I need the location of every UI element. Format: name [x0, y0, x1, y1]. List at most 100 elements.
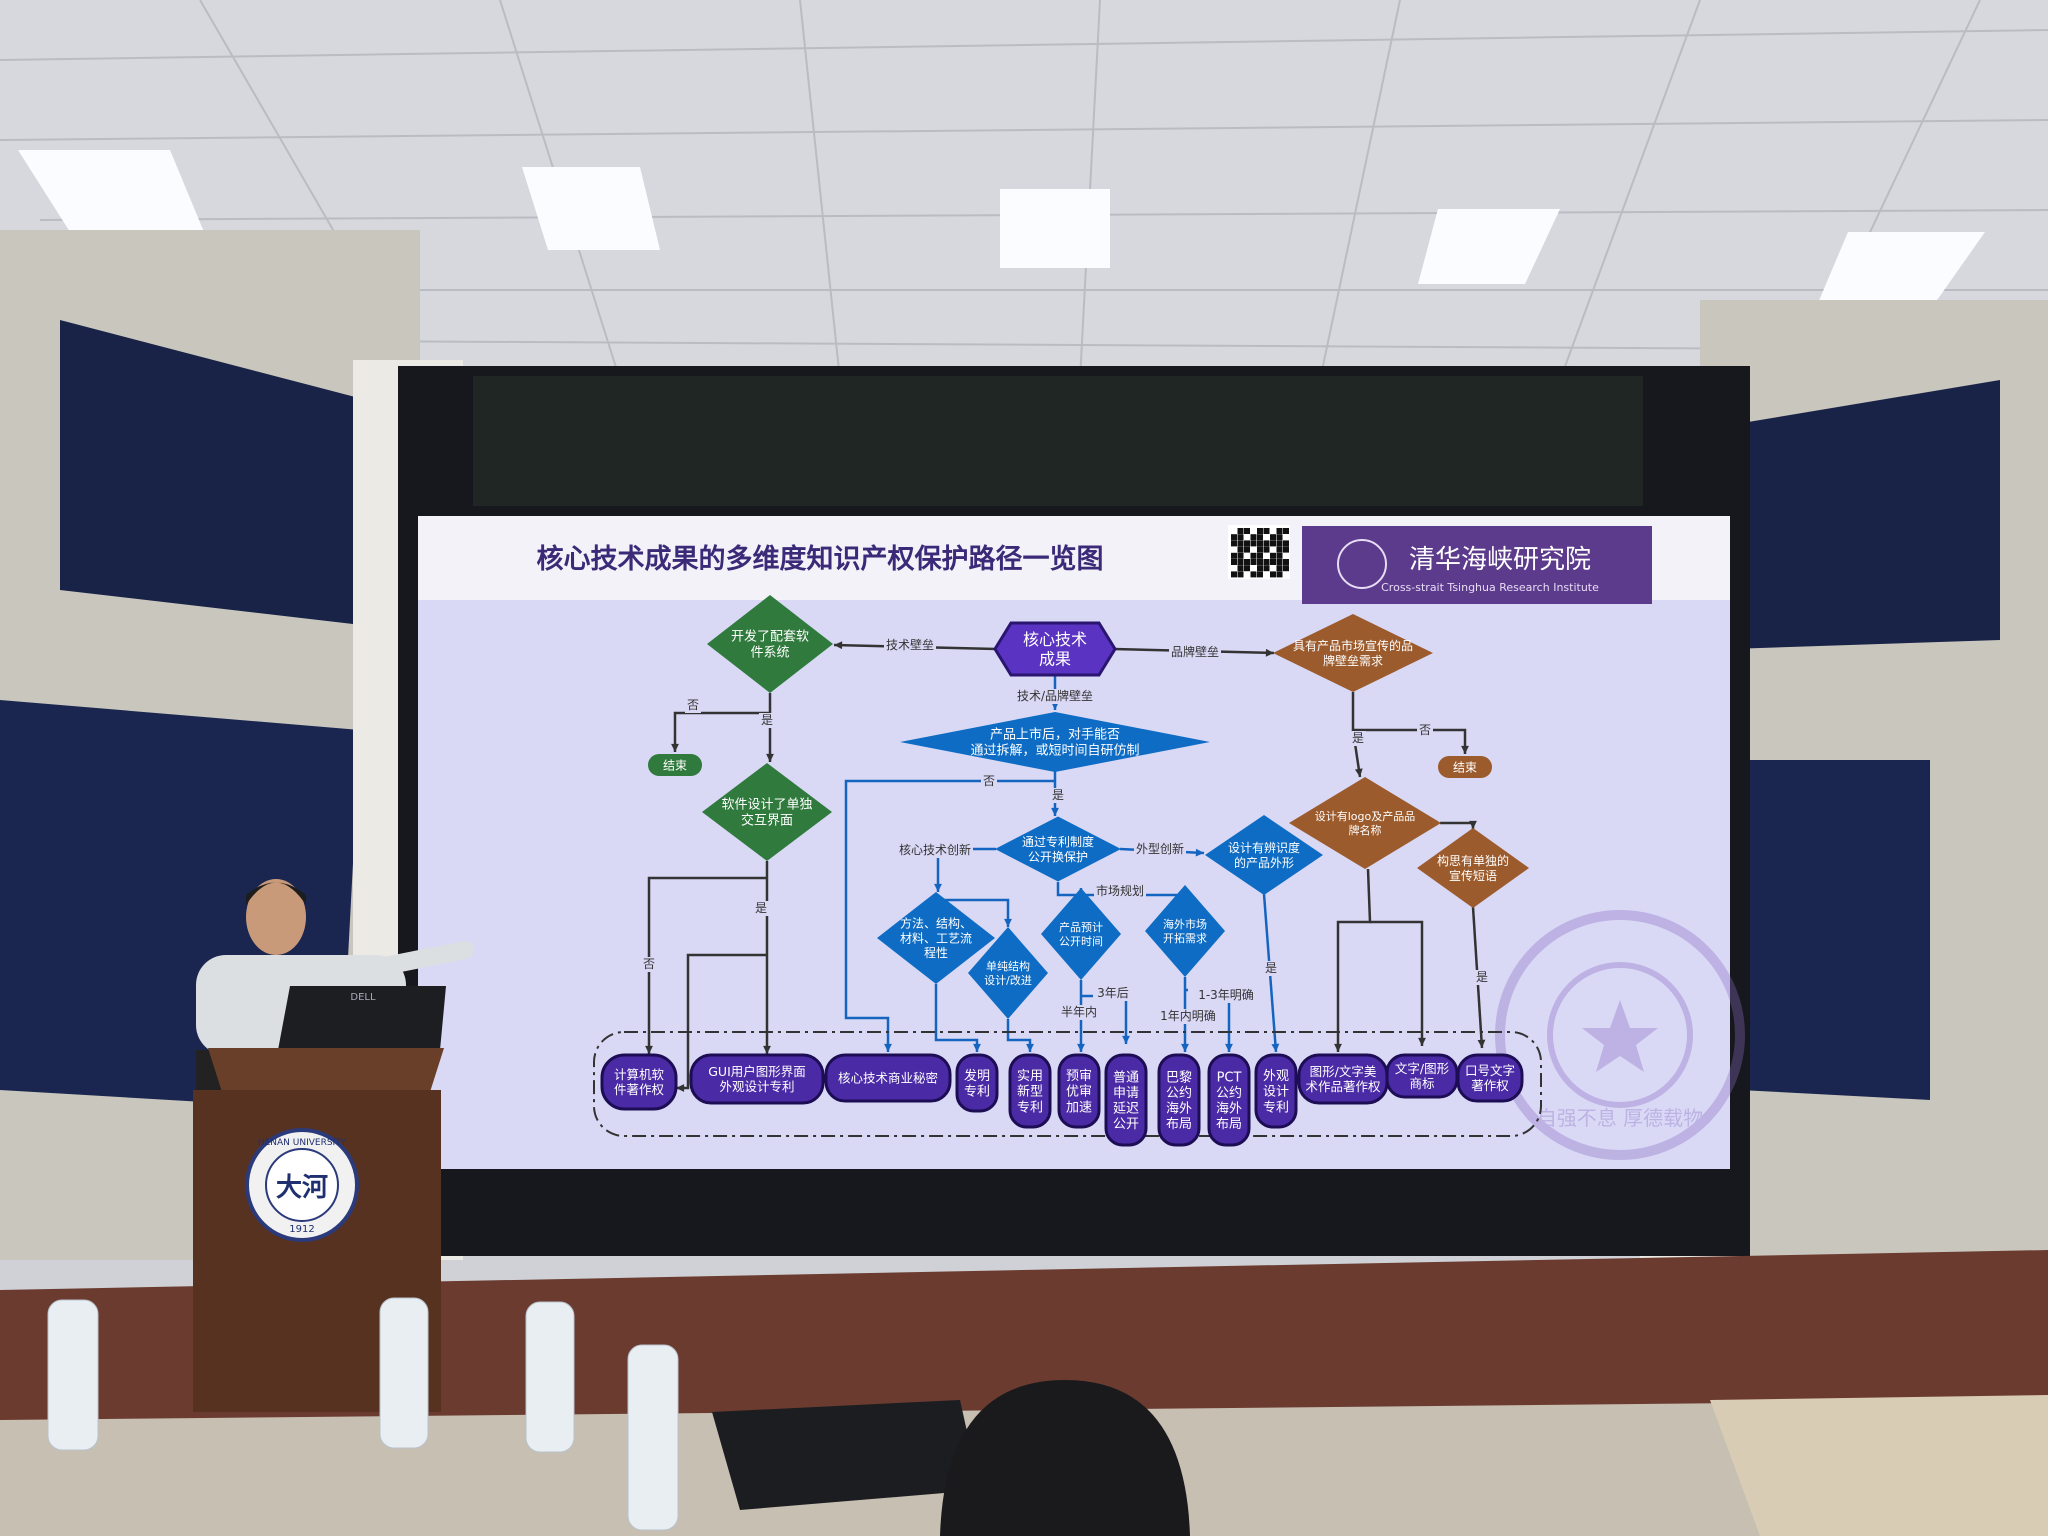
water-bottle [379, 1297, 429, 1449]
star-icon [1582, 1000, 1658, 1072]
qr-module [1270, 559, 1276, 565]
node-label: 宣传短语 [1449, 868, 1497, 883]
qr-module [1231, 540, 1237, 547]
outcome-label: 外观 [1263, 1069, 1289, 1084]
qr-module [1263, 546, 1270, 553]
laptop-logo: DELL [350, 992, 376, 1003]
outcome-pill [1157, 1053, 1201, 1147]
outcome-label: 发明 [964, 1068, 990, 1084]
qr-module [1263, 565, 1270, 572]
qr-module [1237, 546, 1244, 553]
decision-diamond [1417, 828, 1529, 908]
qr-module [1257, 540, 1263, 547]
water-bottle [525, 1301, 575, 1453]
edge-label: 1年内明确 [1160, 1009, 1216, 1023]
arrowhead-icon [763, 1045, 771, 1054]
qr-module [1283, 540, 1289, 547]
qr-module [1250, 552, 1257, 559]
edge-label-bg [1417, 723, 1433, 738]
outcome-label: 加速 [1066, 1100, 1092, 1115]
edge-label: 否 [687, 698, 699, 712]
seal-ring [1495, 910, 1745, 1160]
arrowhead-icon [1122, 1035, 1130, 1044]
node-label: 设计/改进 [984, 973, 1032, 987]
qr-module [1231, 552, 1237, 559]
qr-module [1237, 565, 1244, 572]
edge-label-bg [753, 901, 769, 916]
arrowhead-icon [645, 1045, 653, 1054]
ceiling-light [1418, 209, 1560, 284]
emblem-glyph: 大河 [276, 1173, 328, 1203]
terminal-pill [1438, 756, 1492, 778]
qr-module [1283, 559, 1289, 565]
node-label: 结束 [1453, 760, 1477, 774]
edge-label: 否 [1419, 723, 1431, 737]
seal-motto: 自强不息 厚德载物 [1537, 1106, 1703, 1130]
qr-module [1283, 546, 1289, 553]
outcome-label: 公开 [1113, 1117, 1139, 1132]
connector [938, 898, 1010, 927]
outcome-label: 公约 [1166, 1086, 1192, 1101]
node-label: 程性 [924, 945, 948, 960]
outcome-pill [600, 1053, 678, 1111]
outcome-label: 核心技术商业秘密 [838, 1071, 938, 1086]
decision-diamond [1289, 777, 1441, 869]
connector [673, 711, 770, 752]
edge-label-bg [897, 843, 973, 858]
qr-module [1276, 559, 1283, 565]
water-bottle [47, 1299, 99, 1451]
node-label: 公开时间 [1059, 935, 1103, 948]
qr-module [1276, 565, 1283, 572]
edge-label: 1-3年明确 [1198, 988, 1254, 1002]
arrowhead-icon [1271, 1043, 1280, 1052]
podium-emblem-inner [265, 1148, 339, 1222]
outcome-label: 外观设计专利 [719, 1079, 794, 1094]
decision-diamond [1273, 614, 1433, 692]
qr-module [1231, 559, 1237, 565]
qr-module [1257, 571, 1263, 578]
qr-module [1276, 528, 1283, 534]
qr-module [1244, 528, 1250, 534]
edge-label: 是 [1052, 788, 1064, 802]
edge-label: 品牌壁垒 [1171, 644, 1219, 659]
connector [647, 876, 767, 1054]
connector [1370, 920, 1424, 1046]
outcome-pill [1008, 1053, 1052, 1129]
arrowhead-icon [834, 641, 843, 650]
qr-module [1263, 540, 1270, 547]
protection-outcome-o10: 外观设计专利 [1254, 1053, 1298, 1129]
decision-diamond [995, 816, 1121, 882]
outcome-label: 海外 [1166, 1101, 1192, 1116]
node-label: 牌名称 [1349, 823, 1382, 837]
outcome-label: 公约 [1216, 1086, 1242, 1101]
outcome-label: 专利 [1263, 1100, 1289, 1115]
outcome-label: 实用 [1017, 1069, 1043, 1084]
arrowhead-icon [1026, 1043, 1034, 1052]
qr-module [1231, 571, 1237, 578]
arrowhead-icon [1265, 648, 1274, 657]
decision-diamond [1205, 815, 1323, 895]
node-label: 通过专利制度 [1022, 834, 1094, 849]
outcome-label: 新型 [1017, 1084, 1043, 1100]
node-label: 材料、工艺流 [900, 931, 972, 945]
ceiling-light [522, 167, 660, 250]
edge-label-bg [884, 638, 936, 653]
arrowhead-icon [1477, 1039, 1486, 1048]
decision-diamond [968, 927, 1048, 1019]
node-label: 设计有logo及产品品 [1315, 809, 1416, 823]
edge-label: 是 [761, 713, 773, 727]
node-label: 成果 [1039, 650, 1071, 669]
ceiling-light [1818, 232, 1985, 303]
outcome-label: 巴黎 [1166, 1070, 1192, 1085]
outcomes-container [593, 1031, 1542, 1137]
podium-top [208, 1048, 444, 1092]
arrowhead-icon [1418, 1037, 1426, 1046]
qr-module [1237, 559, 1244, 565]
